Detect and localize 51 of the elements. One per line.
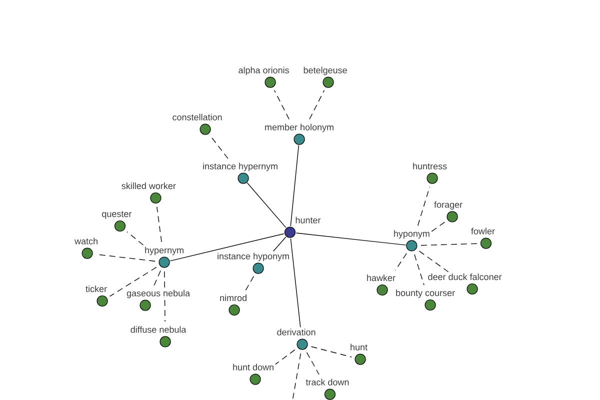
node-label: skilled worker [122, 182, 176, 190]
node-label: constellation [172, 114, 222, 120]
node-label: track down [306, 378, 349, 386]
node-label: instance hyponym [218, 252, 289, 262]
node-label: member holonym [265, 124, 334, 132]
connector [420, 243, 478, 246]
node-label: huntress [413, 162, 447, 170]
node-label: betelgeuse [304, 66, 347, 76]
connector [156, 206, 162, 242]
node-label: gaseous nebula [126, 290, 190, 298]
node-label: hawker [367, 274, 396, 282]
node-label: fowler [471, 228, 495, 234]
connector [292, 353, 302, 400]
node-label: bounty courser [396, 289, 455, 298]
node-label: nimrod [220, 294, 246, 302]
connector [245, 276, 254, 291]
connector [290, 238, 301, 328]
connector [296, 232, 406, 246]
node-label: deer duck falconer [428, 273, 502, 280]
node-label: ticker [86, 285, 107, 292]
node-label: hyponym [394, 230, 430, 239]
node-label: hunt down [233, 364, 274, 370]
connector [246, 182, 286, 228]
node-label: hunt [350, 344, 368, 350]
connector [417, 186, 430, 226]
node-label: hypernym [145, 246, 184, 256]
connector [272, 236, 286, 252]
node-label: watch [74, 238, 98, 244]
connector [126, 231, 144, 246]
connector [414, 254, 424, 286]
connector [309, 90, 325, 120]
connector [431, 222, 446, 232]
connector [109, 266, 157, 297]
connector [170, 233, 284, 262]
connector [210, 136, 228, 159]
connector [164, 271, 166, 322]
node-label: forager [434, 201, 462, 210]
connector [154, 270, 161, 286]
node-label: alpha orionis [238, 66, 289, 76]
connector [306, 352, 320, 375]
node-label: hunter [296, 216, 321, 224]
connector [290, 144, 300, 226]
node-label: diffuse nebula [130, 326, 186, 333]
connector [310, 346, 352, 358]
connector [418, 250, 449, 272]
node-label: instance hypernym [203, 162, 278, 172]
connector [275, 349, 296, 365]
connector [274, 90, 290, 120]
connector [394, 253, 407, 271]
node-label: quester [102, 211, 132, 219]
node-label: derivation [277, 328, 316, 336]
